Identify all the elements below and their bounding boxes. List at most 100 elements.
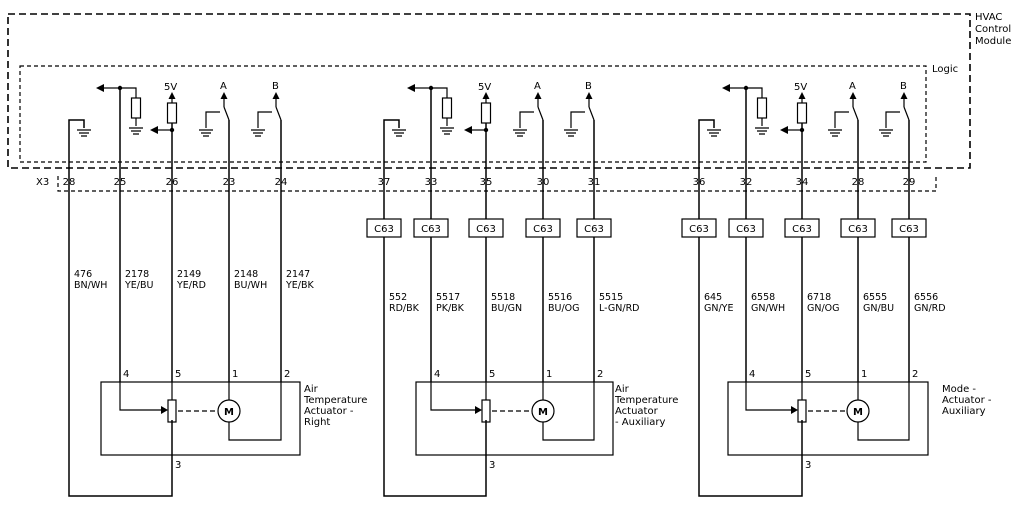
module-title-line: HVAC	[975, 12, 1002, 23]
c63-connector-box	[681, 218, 717, 238]
pull-down-wire	[431, 87, 448, 98]
actuator-name: Air Temperature Actuator - Auxiliary	[614, 384, 678, 428]
c63-connector-box	[468, 218, 504, 238]
wiper-arrow-icon	[475, 406, 482, 414]
motor-symbol: M	[224, 407, 234, 418]
signal-a-label: A	[849, 81, 856, 92]
actuator-name-line: Air	[615, 384, 630, 395]
terminal-label: 2	[912, 369, 918, 380]
ground-symbol	[513, 129, 527, 137]
terminal-label: 3	[175, 460, 181, 471]
arrow-icon	[96, 84, 104, 92]
actuator-group-mode-auxiliary: 5V A B 36 32 34 28 29 645 GN/YE 6558 GN/WH…	[681, 81, 992, 497]
actuator-name-line: Air	[304, 384, 319, 395]
terminal-label: 5	[805, 369, 811, 380]
actuator-housing	[727, 381, 929, 456]
actuator-name-line: Right	[304, 417, 330, 428]
inline-connectors: C63 C63 C63 C63 C63	[366, 218, 612, 238]
ground-wire	[698, 119, 715, 176]
terminal-label: 5	[175, 369, 181, 380]
wire-color: BU/OG	[548, 303, 580, 314]
wire-circuit-number: 6558	[751, 292, 775, 303]
wire-circuit-number: 552	[389, 292, 407, 303]
switch-contact	[588, 106, 595, 121]
resistor	[480, 102, 492, 124]
signal-a-label: A	[220, 81, 227, 92]
arrow-icon	[464, 126, 472, 134]
c63-connector-box	[576, 218, 612, 238]
c63-connector-label: C63	[899, 224, 919, 235]
harness-wire-0	[698, 176, 803, 497]
c63-connector-label: C63	[792, 224, 812, 235]
arrow-icon	[849, 92, 857, 99]
wire-color: YE/BU	[124, 280, 154, 291]
wire-color: BN/WH	[74, 280, 107, 291]
actuator-name-line: Temperature	[614, 395, 678, 406]
wire-labels: 645 GN/YE 6558 GN/WH 6718 GN/OG 6555 GN/…	[704, 292, 946, 314]
resistor	[756, 97, 768, 119]
motor-return-wire	[857, 382, 910, 441]
ground-symbol	[564, 129, 578, 137]
wire-color: PK/BK	[436, 303, 465, 314]
wire-color: GN/RD	[914, 303, 946, 314]
signal-b-label: B	[900, 81, 907, 92]
wire-color: GN/OG	[807, 303, 840, 314]
resistor	[130, 97, 142, 119]
c63-connector-box	[366, 218, 402, 238]
pin-labels: 36 32 34 28 29	[693, 177, 916, 188]
terminal-label: 1	[232, 369, 238, 380]
ground-wire	[68, 119, 85, 176]
wire-circuit-number: 6556	[914, 292, 938, 303]
terminal-label: 3	[805, 460, 811, 471]
actuator-housing	[415, 381, 614, 456]
wire-circuit-number: 5515	[599, 292, 623, 303]
actuator-name-line: Actuator	[615, 406, 659, 417]
terminal-label: 3	[489, 460, 495, 471]
actuator-body: M	[100, 381, 301, 456]
c63-connector-label: C63	[421, 224, 441, 235]
wire-circuit-number: 2149	[177, 269, 201, 280]
switch-ground-wire	[834, 111, 849, 128]
wire-color: GN/YE	[704, 303, 733, 314]
actuator-name: Mode - Actuator - Auxiliary	[942, 384, 992, 417]
actuator-body: M	[415, 381, 614, 456]
inline-connectors: C63 C63 C63 C63 C63	[681, 218, 927, 238]
terminal-label: 4	[749, 369, 755, 380]
ground-symbol	[440, 127, 454, 135]
wire-circuit-number: 5518	[491, 292, 515, 303]
switch-contact	[275, 106, 282, 121]
pull-down-wire	[746, 87, 763, 98]
module-internal-circuit: 5V A B	[698, 81, 910, 176]
harness-wire-0	[383, 176, 487, 497]
c63-connector-box	[525, 218, 561, 238]
supply-label: 5V	[794, 82, 807, 93]
arrow-icon	[780, 126, 788, 134]
resistor	[441, 97, 453, 119]
wire-color: RD/BK	[389, 303, 420, 314]
motor-return-wire	[542, 382, 595, 441]
c63-connector-box	[784, 218, 820, 238]
wire-color: GN/BU	[863, 303, 894, 314]
wiper-arrow-icon	[791, 406, 798, 414]
wire-circuit-number: 645	[704, 292, 722, 303]
switch-contact	[223, 106, 230, 121]
signal-a-label: A	[534, 81, 541, 92]
wire-circuit-number: 5517	[436, 292, 460, 303]
arrow-icon	[722, 84, 730, 92]
logic-label: Logic	[932, 64, 958, 75]
harness-wire-0	[68, 176, 173, 497]
arrow-icon	[798, 92, 806, 99]
motor-symbol: M	[538, 407, 548, 418]
motor-symbol: M	[853, 407, 863, 418]
logic-boundary	[19, 65, 927, 163]
actuator-body: M	[727, 381, 929, 456]
c63-connector-box	[728, 218, 764, 238]
x3-connector-label: X3	[36, 177, 49, 188]
motor-return-wire	[228, 382, 282, 441]
c63-connector-label: C63	[848, 224, 868, 235]
wire-circuit-number: 6555	[863, 292, 887, 303]
